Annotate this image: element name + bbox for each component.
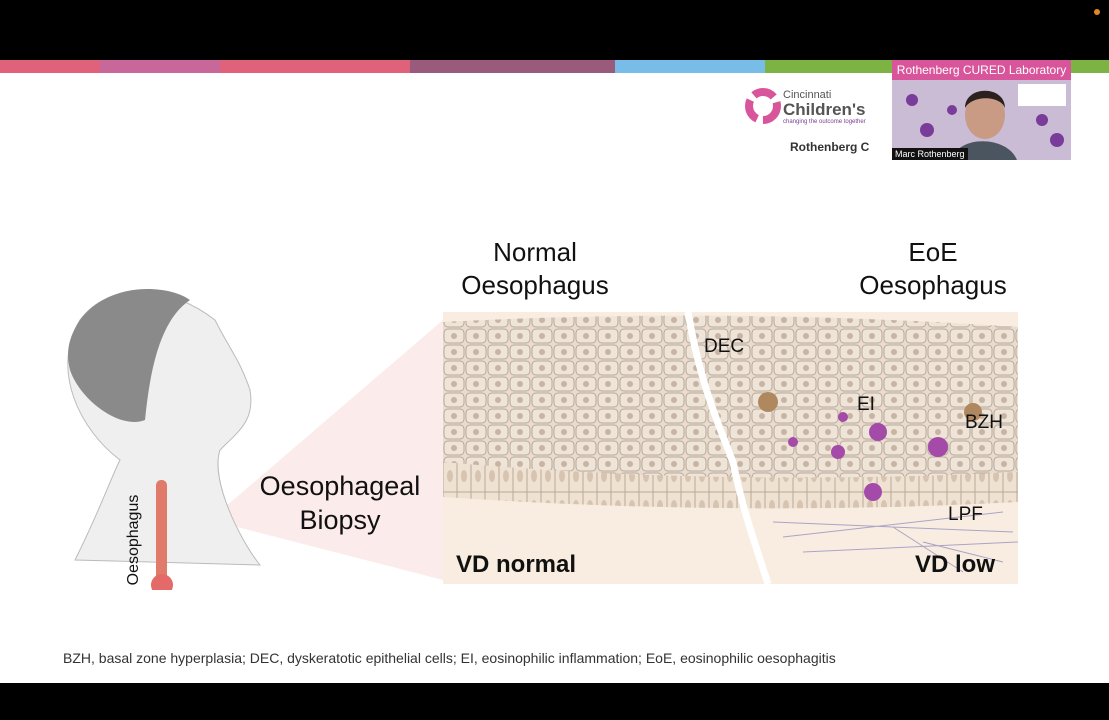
- tissue-illustration: [443, 312, 1018, 584]
- video-background-title: Rothenberg CURED Laboratory: [892, 60, 1071, 80]
- top-bar: [0, 0, 1109, 60]
- logo-mark-icon: [745, 88, 781, 124]
- eoe-title: EoE Oesophagus: [859, 237, 1007, 300]
- logo-text-2: Children's: [783, 100, 866, 119]
- cincinnati-childrens-logo: Cincinnati Children's changing the outco…: [745, 87, 866, 130]
- footnote: BZH, basal zone hyperplasia; DEC, dysker…: [63, 650, 836, 666]
- participant-name: Marc Rothenberg: [892, 148, 968, 160]
- lpf-label: LPF: [948, 504, 983, 525]
- vd-low-label: VD low: [915, 551, 996, 578]
- participant-video: [906, 84, 1066, 160]
- bzh-label: BZH: [965, 412, 1003, 433]
- normal-title: Normal Oesophagus: [461, 237, 609, 300]
- participant-video-tile[interactable]: Rothenberg CURED Laboratory Marc Rothenb…: [892, 60, 1071, 160]
- shared-slide: Cincinnati Children's changing the outco…: [0, 60, 1109, 683]
- status-dot: [1094, 9, 1100, 15]
- dec-label: DEC: [704, 336, 745, 357]
- biopsy-label: Oesophageal Biopsy: [259, 471, 421, 535]
- oesophagus-label: Oesophagus: [125, 494, 142, 586]
- head-illustration: [67, 288, 443, 590]
- lab-heading: Rothenberg C: [790, 140, 870, 154]
- ei-label: EI: [857, 394, 875, 415]
- logo-text: Cincinnati: [783, 89, 832, 101]
- vd-normal-label: VD normal: [456, 551, 577, 578]
- logo-tagline: changing the outcome together: [783, 119, 866, 125]
